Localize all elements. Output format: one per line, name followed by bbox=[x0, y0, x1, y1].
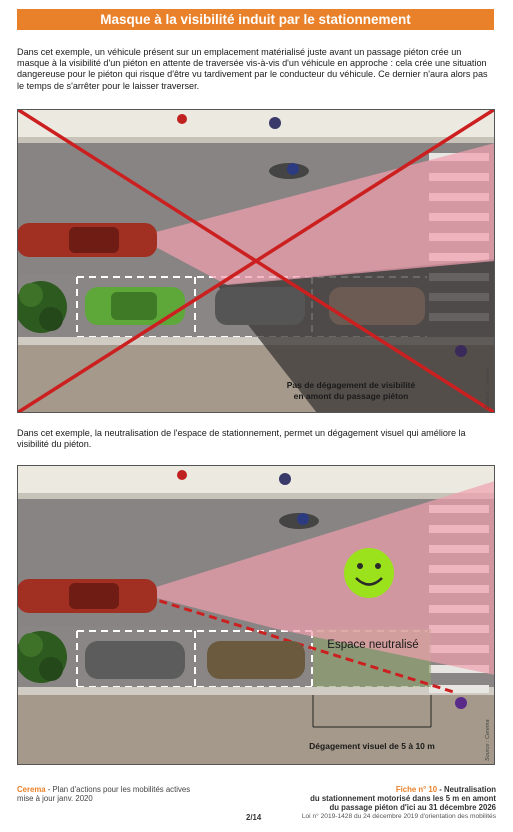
page-number: 2/14 bbox=[246, 813, 262, 822]
smiley-icon bbox=[344, 548, 394, 598]
figure1-caption-line2: en amont du passage piéton bbox=[294, 391, 409, 401]
figure2-source: Source : Cerema bbox=[485, 719, 491, 761]
page-title: Masque à la visibilité induit par le sta… bbox=[17, 9, 494, 30]
distance-label: Dégagement visuel de 5 à 10 m bbox=[309, 741, 435, 751]
footer-fiche-label: Fiche n° 10 bbox=[395, 785, 438, 794]
figure1-caption-line1: Pas de dégagement de visibilité bbox=[287, 380, 416, 390]
footer-right: Fiche n° 10 - Neutralisation du stationn… bbox=[236, 785, 496, 821]
footer-fiche-title-2: du stationnement motorisé dans les 5 m e… bbox=[310, 794, 496, 803]
figure-masked-visibility: Pas de dégagement de visibilité en amont… bbox=[17, 109, 495, 413]
figure-neutralized-space: Espace neutralisé Dégagement visuel de 5… bbox=[17, 465, 495, 765]
intro-paragraph-2: Dans cet exemple, la neutralisation de l… bbox=[17, 428, 466, 450]
footer-update: mise à jour janv. 2020 bbox=[17, 794, 93, 803]
footer-law: Loi n° 2019-1428 du 24 décembre 2019 d'o… bbox=[301, 813, 496, 820]
figure1-source: Source : Cerema bbox=[485, 367, 491, 409]
neutralized-zone-label: Espace neutralisé bbox=[327, 639, 418, 651]
footer-left: Cerema - Plan d'actions pour les mobilit… bbox=[17, 785, 277, 803]
footer-brand: Cerema bbox=[17, 785, 46, 794]
footer-plan: - Plan d'actions pour les mobilités acti… bbox=[45, 785, 191, 794]
intro-paragraph-1: Dans cet exemple, un véhicule présent su… bbox=[17, 47, 488, 91]
footer-fiche-title-1: - Neutralisation bbox=[437, 785, 496, 794]
footer-fiche-title-3: du passage piéton d'ici au 31 décembre 2… bbox=[329, 803, 496, 812]
